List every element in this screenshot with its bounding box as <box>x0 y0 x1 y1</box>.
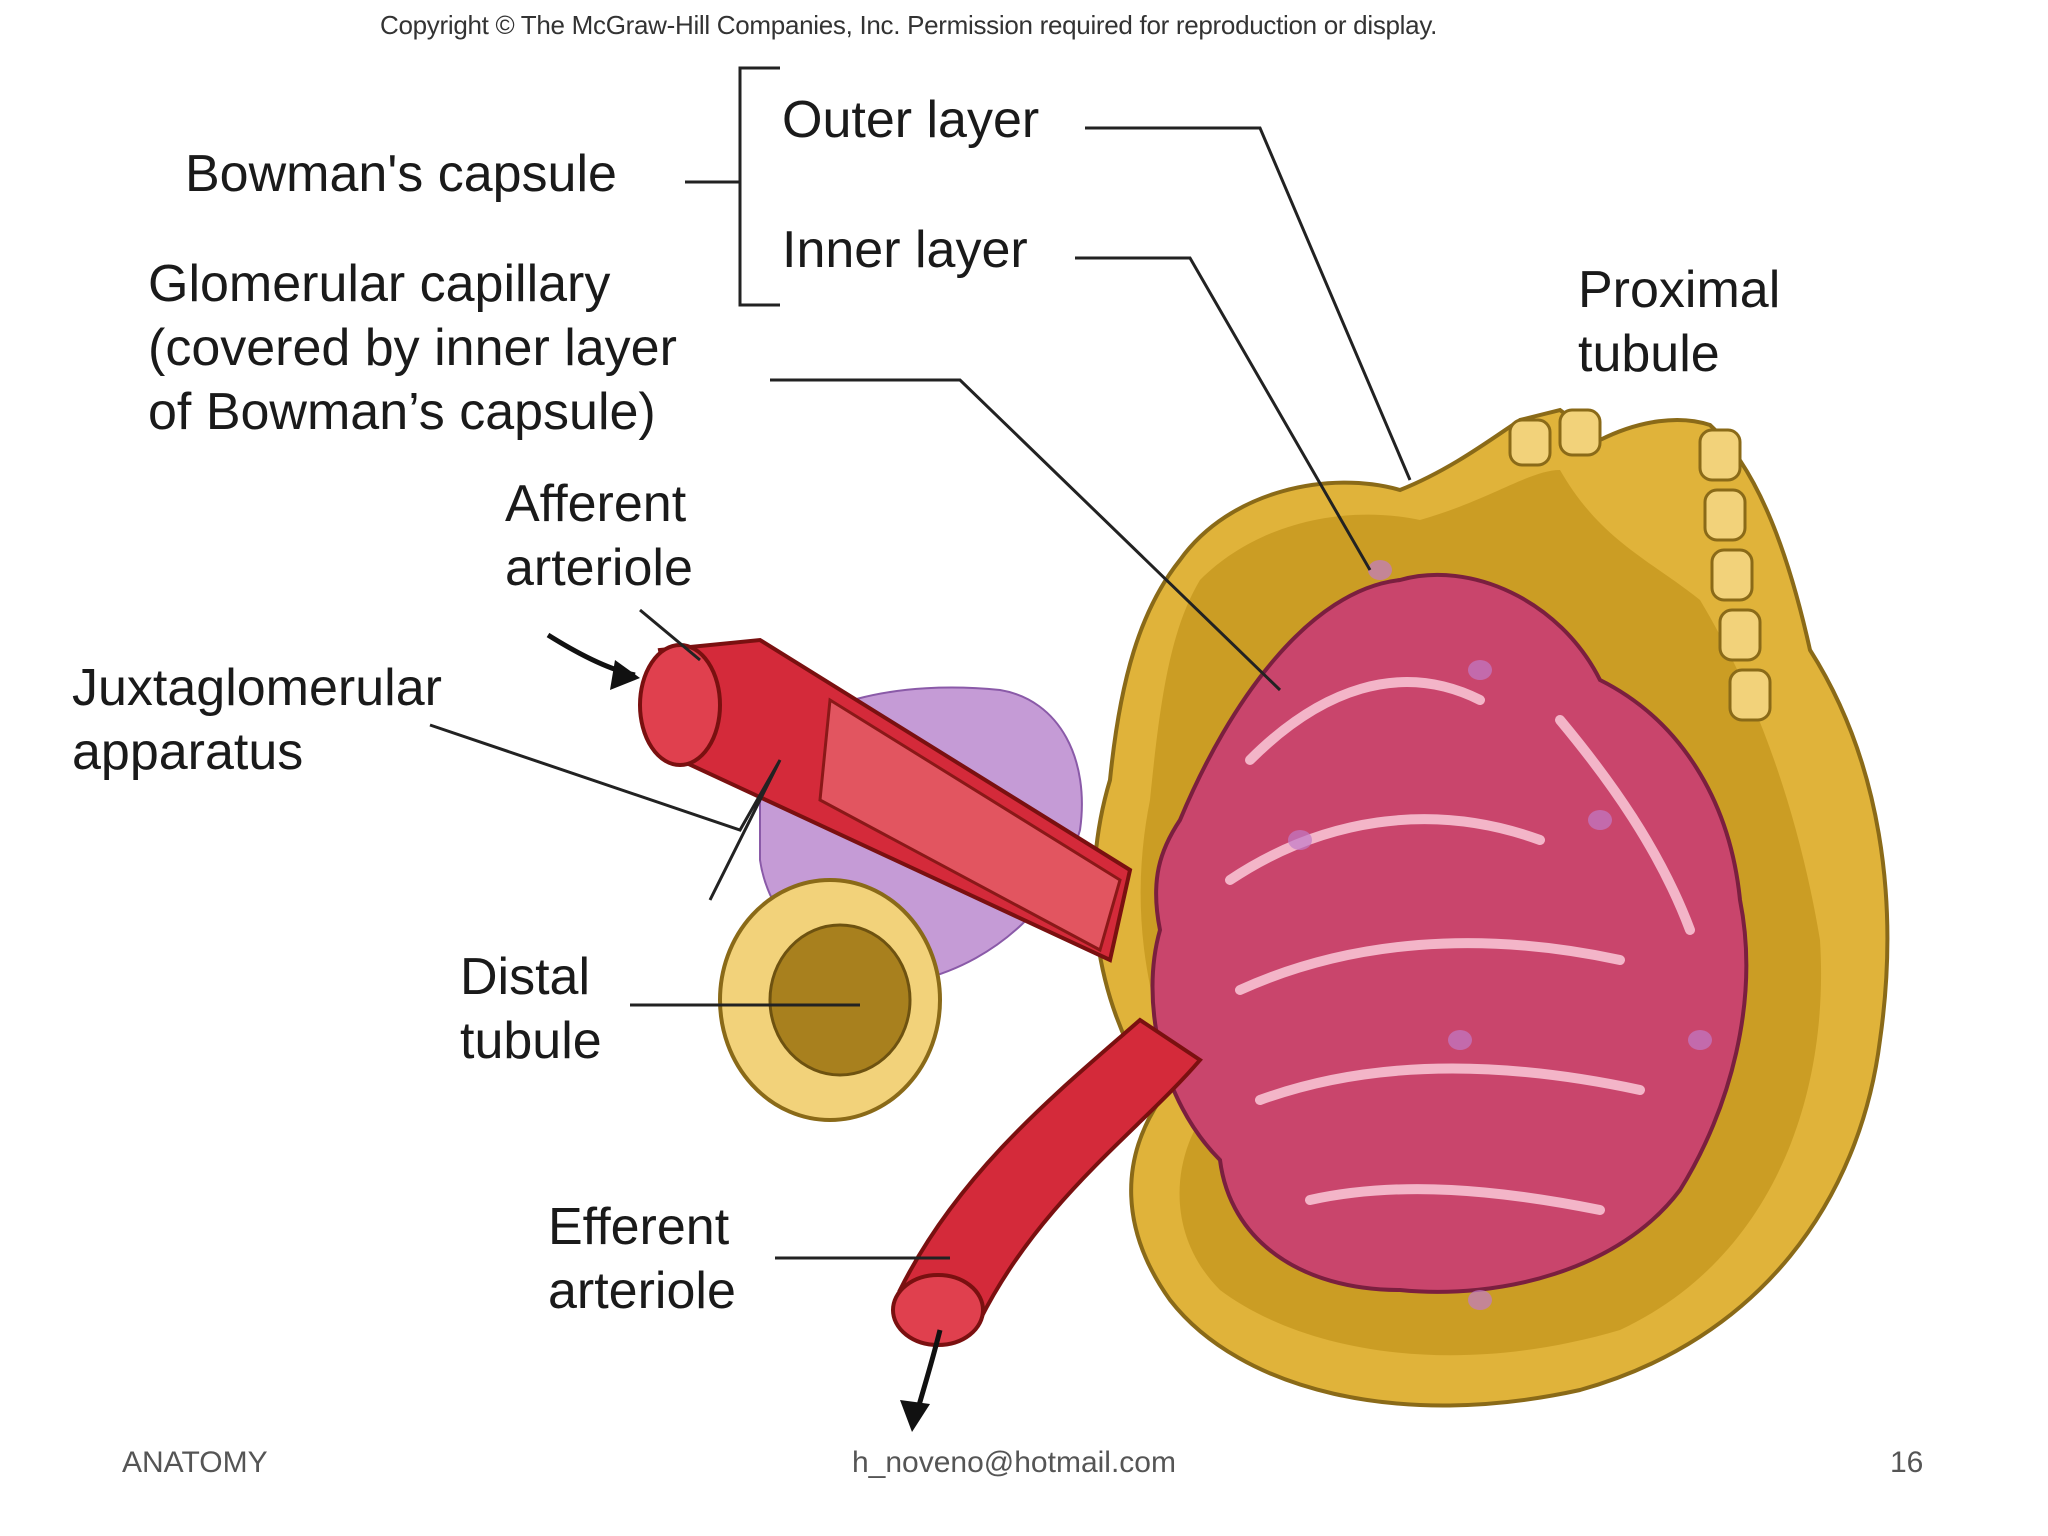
label-proximal-tubule-line2: tubule <box>1578 325 1720 383</box>
label-efferent-arteriole-line1: Efferent <box>548 1198 730 1256</box>
label-inner-layer: Inner layer <box>782 221 1028 279</box>
footer-left: ANATOMY <box>122 1446 268 1479</box>
copyright-notice: Copyright © The McGraw-Hill Companies, I… <box>380 10 1438 40</box>
label-distal-tubule-line2: tubule <box>460 1012 602 1070</box>
label-glomerular-capillary-line2: (covered by inner layer <box>148 319 677 377</box>
label-proximal-tubule-line1: Proximal <box>1578 261 1781 319</box>
label-glomerular-capillary: Glomerular capillary (covered by inner l… <box>148 252 677 444</box>
footer-center: h_noveno@hotmail.com <box>852 1446 1176 1479</box>
label-glomerular-capillary-line1: Glomerular capillary <box>148 255 611 313</box>
label-outer-layer: Outer layer <box>782 91 1040 149</box>
label-bowmans-capsule: Bowman's capsule <box>185 145 617 203</box>
label-afferent-arteriole-line1: Afferent <box>505 475 687 533</box>
label-efferent-arteriole-line2: arteriole <box>548 1262 736 1320</box>
label-juxtaglomerular-apparatus-line2: apparatus <box>72 723 304 781</box>
label-distal-tubule: Distal tubule <box>460 945 602 1073</box>
footer-page-number: 16 <box>1890 1446 1924 1479</box>
label-afferent-arteriole-line2: arteriole <box>505 539 693 597</box>
label-glomerular-capillary-line3: of Bowman’s capsule) <box>148 383 656 441</box>
label-proximal-tubule: Proximal tubule <box>1578 258 1780 386</box>
label-juxtaglomerular-apparatus: Juxtaglomerular apparatus <box>72 656 442 784</box>
label-afferent-arteriole: Afferent arteriole <box>505 472 693 600</box>
label-juxtaglomerular-apparatus-line1: Juxtaglomerular <box>72 659 442 717</box>
label-distal-tubule-line1: Distal <box>460 948 591 1006</box>
label-efferent-arteriole: Efferent arteriole <box>548 1195 736 1323</box>
